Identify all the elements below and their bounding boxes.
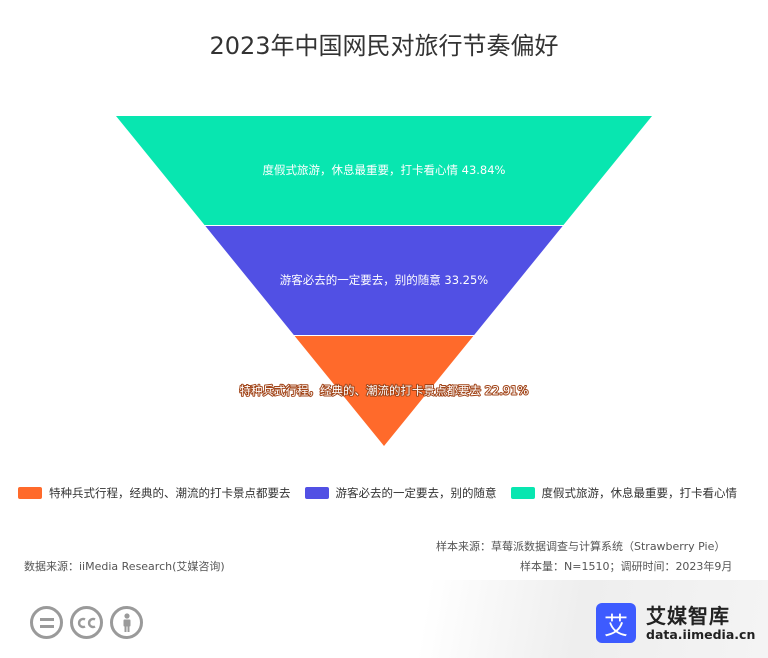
funnel-segment-label-3: 特种兵式行程，经典的、潮流的打卡景点都要去 22.91% xyxy=(239,384,528,398)
funnel-segment-1 xyxy=(116,116,652,225)
chart-title: 2023年中国网民对旅行节奏偏好 xyxy=(209,32,559,60)
funnel-segment-2 xyxy=(205,226,563,335)
sample-source-note: 样本来源：草莓派数据调查与计算系统（Strawberry Pie） xyxy=(436,540,726,553)
cc-icon xyxy=(70,606,103,639)
logo-name: 艾媒智库 xyxy=(646,604,730,628)
logo-icon: 艾 xyxy=(596,603,636,643)
equals-icon xyxy=(30,606,63,639)
funnel-segment-3 xyxy=(294,336,474,446)
legend-swatch xyxy=(18,487,42,499)
legend-item-1[interactable]: 特种兵式行程，经典的、潮流的打卡景点都要去 xyxy=(18,485,291,501)
legend-label: 游客必去的一定要去，别的随意 xyxy=(335,486,497,500)
funnel-segment-label-1: 度假式旅游，休息最重要，打卡看心情 43.84% xyxy=(262,163,505,177)
person-icon xyxy=(110,606,143,639)
legend: 特种兵式行程，经典的、潮流的打卡景点都要去 游客必去的一定要去，别的随意 度假式旅游… xyxy=(18,485,758,501)
legend-label: 度假式旅游，休息最重要，打卡看心情 xyxy=(541,486,738,500)
legend-swatch xyxy=(510,487,535,499)
funnel-chart: 度假式旅游，休息最重要，打卡看心情 43.84% 游客必去的一定要去，别的随意 3… xyxy=(116,116,652,446)
logo-url: data.iimedia.cn xyxy=(646,627,756,642)
legend-label: 特种兵式行程，经典的、潮流的打卡景点都要去 xyxy=(49,486,291,500)
legend-item-3[interactable]: 度假式旅游，休息最重要，打卡看心情 xyxy=(510,485,738,501)
funnel-segment-label-2: 游客必去的一定要去，别的随意 33.25% xyxy=(280,273,489,287)
sample-size-note: 样本量：N=1510；调研时间：2023年9月 xyxy=(520,560,733,573)
legend-item-2[interactable]: 游客必去的一定要去，别的随意 xyxy=(304,485,497,501)
data-source-note: 数据来源：iiMedia Research(艾媒咨询) xyxy=(24,560,225,573)
legend-swatch xyxy=(304,487,329,499)
